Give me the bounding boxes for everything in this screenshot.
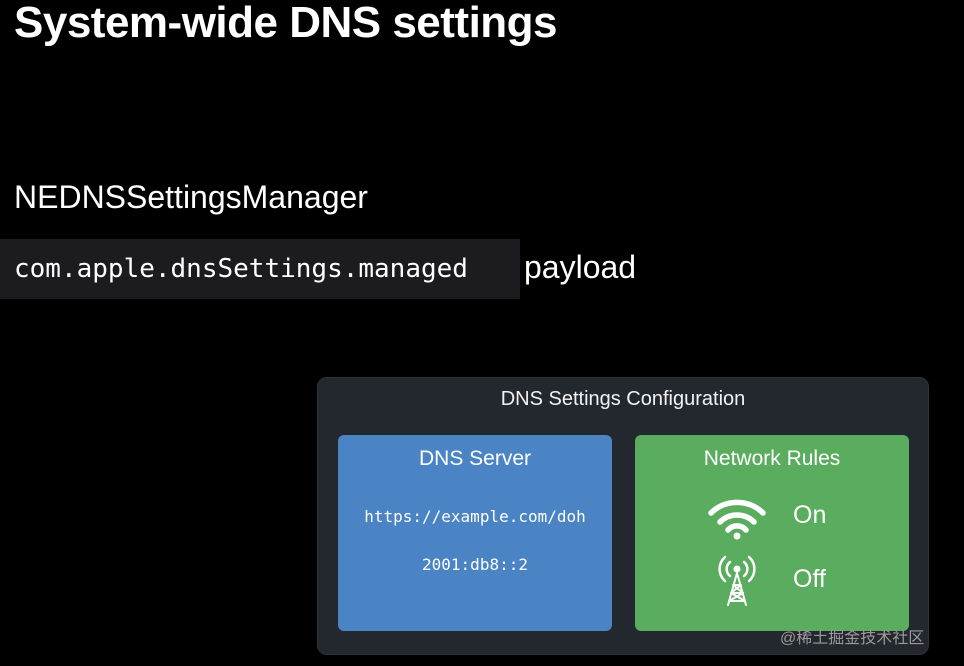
- dns-server-title: DNS Server: [418, 447, 532, 470]
- config-title: DNS Settings Configuration: [500, 388, 746, 410]
- network-rule-cellular: Off: [635, 549, 909, 606]
- wifi-rule-label: On: [793, 501, 827, 529]
- cellular-tower-icon: [718, 555, 756, 606]
- dns-settings-configuration-panel: DNS Settings Configuration DNS Server ht…: [317, 377, 929, 655]
- dns-server-address: 2001:db8::2: [422, 555, 528, 574]
- payload-code: com.apple.dnsSettings.managed: [0, 239, 520, 299]
- api-name: NEDNSSettingsManager: [14, 179, 368, 215]
- slide-title: System-wide DNS settings: [14, 0, 558, 47]
- watermark: @稀土掘金技术社区: [780, 630, 925, 647]
- dns-server-url: https://example.com/doh: [364, 507, 586, 526]
- dns-server-card: DNS Server https://example.com/doh 2001:…: [338, 435, 612, 631]
- wifi-icon: [708, 499, 766, 540]
- cellular-rule-label: Off: [793, 565, 826, 593]
- payload-suffix: payload: [524, 248, 637, 285]
- network-rule-wifi: On: [635, 491, 909, 547]
- payload-line: com.apple.dnsSettings.managed payload: [0, 239, 636, 299]
- network-rules-title: Network Rules: [703, 447, 841, 470]
- network-rules-card: Network Rules On Off: [635, 435, 909, 631]
